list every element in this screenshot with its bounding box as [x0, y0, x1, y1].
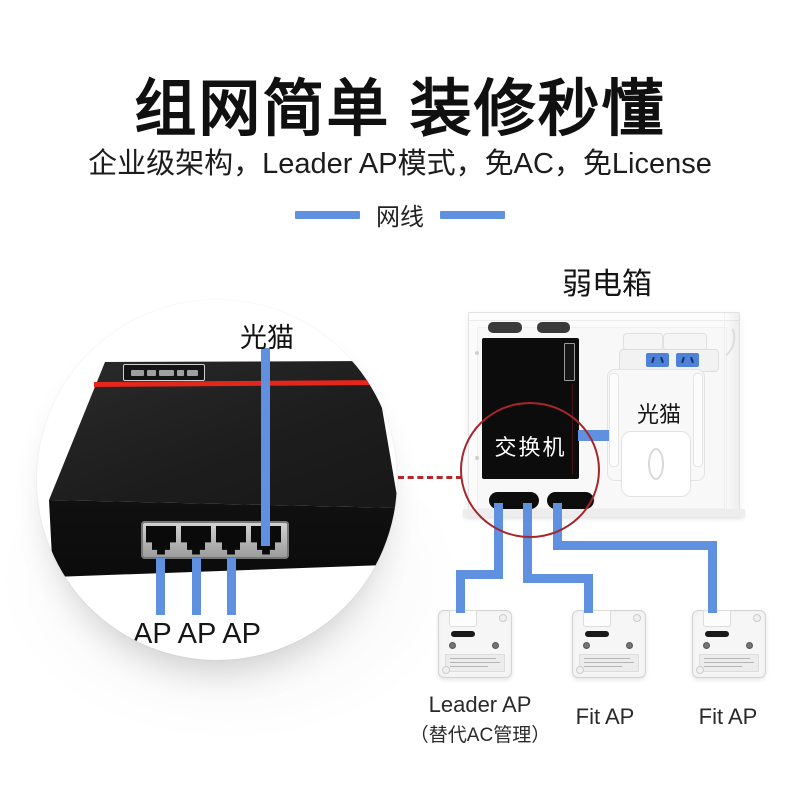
screw-icon [583, 642, 590, 649]
switch-modem-cable [578, 430, 615, 441]
screw-icon [746, 642, 753, 649]
leader-ap-label-line1: Leader AP [428, 692, 532, 717]
ap-slot-icon [705, 631, 729, 637]
cable-line-icon [295, 210, 360, 219]
antenna-icon [609, 373, 619, 467]
leader-ap-label-line2: （替代AC管理） [409, 725, 551, 746]
page-title: 组网简单 装修秒懂 [134, 75, 666, 144]
modem-port-label: 光猫 [240, 323, 294, 353]
power-socket-icon [676, 353, 699, 367]
fit-ap-label: Fit AP [698, 704, 758, 729]
closet-modem-faceplate [621, 431, 691, 497]
ap-cable [192, 558, 201, 615]
leader-ap-label: Leader AP （替代AC管理） [398, 692, 562, 747]
cable-legend-label: 网线 [376, 204, 424, 231]
screw-icon [449, 642, 456, 649]
screw-dot [475, 351, 479, 355]
corner-notch [753, 614, 761, 622]
brand-plate [123, 364, 205, 381]
rj45-port-icon [216, 525, 246, 555]
modem-uplink-cable [261, 348, 270, 546]
ap-downlink-cable [523, 574, 593, 583]
closet-right-wall [724, 313, 739, 513]
cable-legend: 网线 [0, 197, 800, 232]
ap-downlink-cable [708, 541, 717, 613]
corner-notch [576, 666, 584, 674]
closet-modem-label: 光猫 [636, 402, 681, 427]
switch-highlight-circle [460, 402, 600, 538]
screw-icon [492, 642, 499, 649]
corner-notch [442, 666, 450, 674]
ap-slot-icon [451, 631, 475, 637]
corner-notch [696, 666, 704, 674]
ap-cable [156, 558, 165, 615]
ap-ports-label: AP AP AP [133, 618, 261, 650]
fit-ap-label: Fit AP [575, 704, 635, 729]
rj45-port-icon [181, 525, 211, 555]
closet-title: 弱电箱 [562, 268, 652, 301]
screw-icon [626, 642, 633, 649]
antenna-icon [693, 373, 703, 467]
ap-label-sticker [445, 654, 505, 672]
power-socket-icon [646, 353, 669, 367]
fit-ap-device [572, 610, 646, 678]
vent-slot [537, 322, 570, 333]
ap-label-sticker [579, 654, 639, 672]
dashed-connector-line [398, 476, 462, 479]
switch-photo-circle: 光猫 AP AP AP [37, 300, 397, 660]
ap-downlink-cable [494, 503, 503, 579]
screw-icon [703, 642, 710, 649]
corner-notch [633, 614, 641, 622]
fit-ap-device [692, 610, 766, 678]
closet-bottom-ledge [463, 509, 745, 517]
vent-slot [488, 322, 522, 333]
ap-downlink-cable [553, 541, 717, 550]
ap-slot-icon [585, 631, 609, 637]
ap-label-sticker [699, 654, 759, 672]
closet-top-rim [469, 313, 739, 321]
cable-entry-tab [583, 610, 611, 627]
ap-downlink-cable [456, 570, 503, 579]
ap-downlink-cable [456, 570, 465, 613]
rj45-port-icon [146, 525, 176, 555]
cable-entry-tab [703, 610, 731, 627]
ap-cable [227, 558, 236, 615]
leader-ap-device [438, 610, 512, 678]
brand-plate-vertical [564, 343, 575, 381]
ap-downlink-cable [523, 503, 532, 583]
modem-slot-icon [648, 448, 664, 480]
page-subtitle: 企业级架构，Leader AP模式，免AC，免License [88, 148, 712, 180]
cable-line-icon [440, 210, 505, 219]
corner-notch [499, 614, 507, 622]
ap-downlink-cable [584, 574, 593, 613]
